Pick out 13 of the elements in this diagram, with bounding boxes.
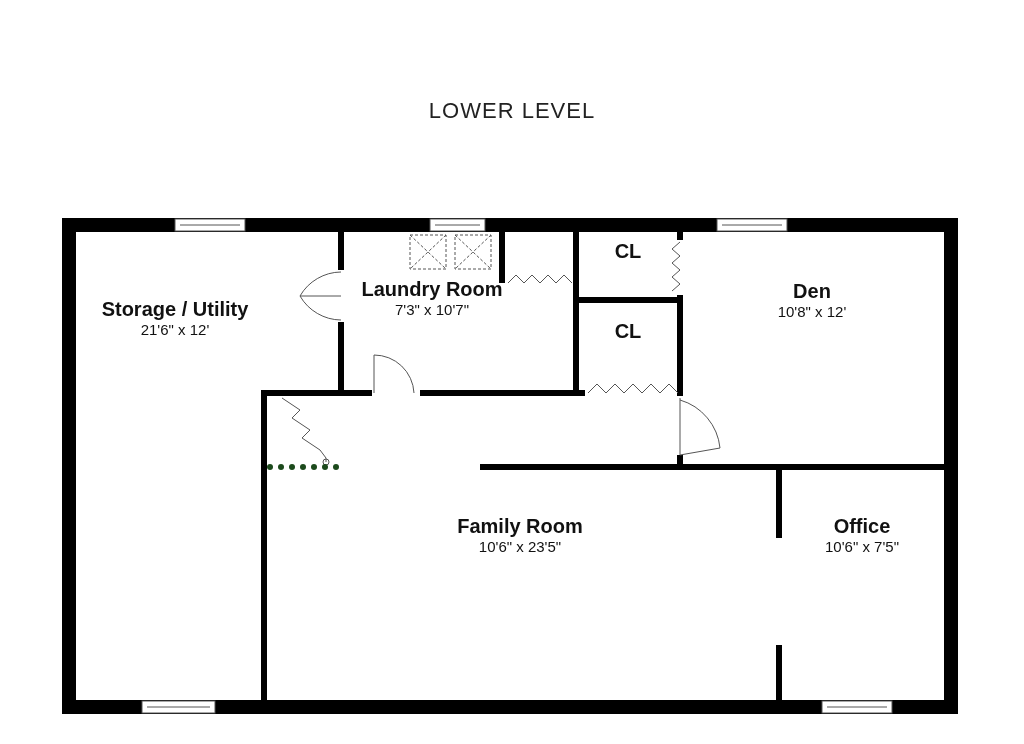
room-name: Laundry Room bbox=[360, 278, 504, 301]
room-dimensions: 10'6" x 7'5" bbox=[824, 538, 900, 556]
room-dimensions: 10'8" x 12' bbox=[776, 303, 848, 321]
room-name: Family Room bbox=[456, 515, 584, 538]
room-name: Storage / Utility bbox=[100, 298, 250, 321]
room-dimensions: 21'6" x 12' bbox=[139, 321, 211, 339]
room-name: CL bbox=[613, 240, 643, 263]
room-name: CL bbox=[613, 320, 643, 343]
room-name: Office bbox=[832, 515, 892, 538]
floor-title: LOWER LEVEL bbox=[427, 98, 597, 124]
room-dimensions: 7'3" x 10'7" bbox=[394, 301, 470, 319]
room-dimensions: 10'6" x 23'5" bbox=[477, 538, 563, 556]
room-name: Den bbox=[792, 280, 832, 303]
